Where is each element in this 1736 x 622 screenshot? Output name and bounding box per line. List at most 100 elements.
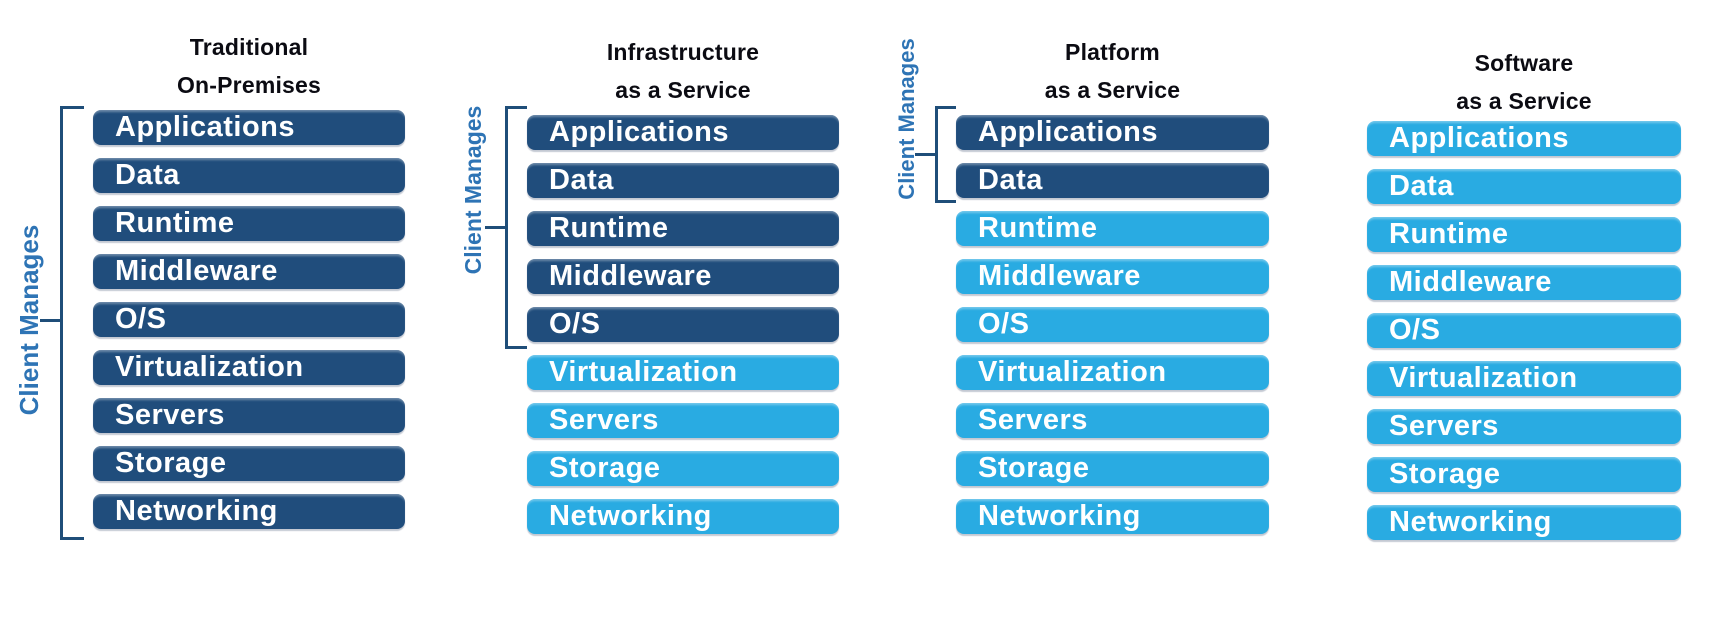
layer-stack: Applications Data Runtime Middleware O/S… <box>1367 121 1681 553</box>
layer-bar-storage: Storage <box>956 451 1269 486</box>
layer-label: Applications <box>549 116 730 148</box>
layer-bar-virtualization: Virtualization <box>1367 361 1681 396</box>
layer-bar-os: O/S <box>527 307 839 342</box>
column-software-as-a-service: Software as a Service Applications Data … <box>1367 0 1681 622</box>
column-title-line1: Platform <box>1065 39 1160 65</box>
column-title-line1: Traditional <box>189 34 309 60</box>
column-title: Software as a Service <box>1367 44 1681 120</box>
layer-bar-runtime: Runtime <box>527 211 839 246</box>
layer-bar-virtualization: Virtualization <box>93 350 405 385</box>
layer-bar-runtime: Runtime <box>1367 217 1681 252</box>
bracket-bottom-tick <box>60 537 84 540</box>
layer-label: Servers <box>1389 410 1499 442</box>
layer-stack: Applications Data Runtime Middleware O/S… <box>527 115 839 547</box>
column-traditional-on-premises: Traditional On-Premises Applications Dat… <box>93 0 405 622</box>
layer-label: Virtualization <box>978 356 1167 388</box>
layer-label: Applications <box>978 116 1159 148</box>
layer-bar-middleware: Middleware <box>93 254 405 289</box>
column-title: Infrastructure as a Service <box>527 33 839 109</box>
layer-bar-middleware: Middleware <box>956 259 1269 294</box>
layer-bar-runtime: Runtime <box>956 211 1269 246</box>
layer-bar-applications: Applications <box>93 110 405 145</box>
layer-bar-data: Data <box>1367 169 1681 204</box>
layer-label: Servers <box>549 404 659 436</box>
layer-label: Virtualization <box>549 356 738 388</box>
bracket-vertical-line <box>935 106 938 203</box>
layer-label: Runtime <box>1389 218 1509 250</box>
column-title-line2: as a Service <box>615 77 751 103</box>
column-title-line2: as a Service <box>1044 77 1181 103</box>
layer-label: Applications <box>1389 122 1570 154</box>
layer-stack: Applications Data Runtime Middleware O/S… <box>93 110 405 542</box>
layer-bar-virtualization: Virtualization <box>527 355 839 390</box>
layer-bar-os: O/S <box>1367 313 1681 348</box>
layer-bar-runtime: Runtime <box>93 206 405 241</box>
layer-bar-applications: Applications <box>1367 121 1681 156</box>
client-manages-label: Client Manages <box>13 224 44 416</box>
layer-label: Middleware <box>978 260 1141 292</box>
client-manages-label: Client Manages <box>894 38 919 200</box>
layer-label: Data <box>549 164 614 196</box>
column-infrastructure-as-a-service: Infrastructure as a Service Applications… <box>527 0 839 622</box>
layer-label: Middleware <box>549 260 712 292</box>
layer-label: O/S <box>115 303 167 335</box>
layer-bar-networking: Networking <box>527 499 839 534</box>
layer-bar-storage: Storage <box>527 451 839 486</box>
layer-label: Storage <box>115 447 227 479</box>
bracket-top-tick <box>935 106 956 109</box>
layer-bar-applications: Applications <box>956 115 1269 150</box>
layer-label: Data <box>115 159 180 191</box>
layer-bar-data: Data <box>956 163 1269 198</box>
layer-bar-data: Data <box>527 163 839 198</box>
column-platform-as-a-service: Platform as a Service Applications Data … <box>956 0 1269 622</box>
layer-bar-middleware: Middleware <box>1367 265 1681 300</box>
column-title: Platform as a Service <box>956 33 1269 109</box>
layer-label: Middleware <box>115 255 278 287</box>
layer-label: Middleware <box>1389 266 1552 298</box>
layer-label: Virtualization <box>115 351 304 383</box>
bracket-middle-tick <box>915 153 936 156</box>
layer-bar-storage: Storage <box>1367 457 1681 492</box>
bracket-bottom-tick <box>505 346 527 349</box>
layer-label: Storage <box>978 452 1090 484</box>
layer-label: O/S <box>978 308 1030 340</box>
layer-bar-applications: Applications <box>527 115 839 150</box>
layer-label: Networking <box>1389 506 1552 538</box>
layer-bar-virtualization: Virtualization <box>956 355 1269 390</box>
layer-bar-storage: Storage <box>93 446 405 481</box>
layer-label: Applications <box>115 111 296 143</box>
layer-label: Storage <box>1389 458 1501 490</box>
column-title-line1: Software <box>1474 50 1574 76</box>
layer-label: Storage <box>549 452 661 484</box>
layer-label: Networking <box>549 500 712 532</box>
layer-label: Runtime <box>978 212 1098 244</box>
layer-bar-servers: Servers <box>527 403 839 438</box>
layer-stack: Applications Data Runtime Middleware O/S… <box>956 115 1269 547</box>
layer-label: Servers <box>978 404 1088 436</box>
layer-label: Runtime <box>549 212 669 244</box>
bracket-vertical-line <box>60 106 63 540</box>
bracket-vertical-line <box>505 106 508 349</box>
layer-bar-networking: Networking <box>1367 505 1681 540</box>
bracket-middle-tick <box>40 319 61 322</box>
layer-bar-networking: Networking <box>93 494 405 529</box>
column-title-line2: On-Premises <box>176 72 322 98</box>
bracket-top-tick <box>505 106 527 109</box>
layer-bar-servers: Servers <box>1367 409 1681 444</box>
client-manages-label: Client Manages <box>459 105 486 275</box>
layer-label: Networking <box>978 500 1141 532</box>
layer-bar-middleware: Middleware <box>527 259 839 294</box>
layer-label: Virtualization <box>1389 362 1578 394</box>
bracket-bottom-tick <box>935 200 956 203</box>
layer-bar-os: O/S <box>93 302 405 337</box>
column-title: Traditional On-Premises <box>93 28 405 104</box>
layer-label: Data <box>1389 170 1454 202</box>
layer-label: Networking <box>115 495 278 527</box>
layer-bar-servers: Servers <box>93 398 405 433</box>
layer-bar-data: Data <box>93 158 405 193</box>
layer-label: O/S <box>549 308 601 340</box>
column-title-line1: Infrastructure <box>606 39 760 65</box>
layer-bar-networking: Networking <box>956 499 1269 534</box>
layer-label: Runtime <box>115 207 235 239</box>
